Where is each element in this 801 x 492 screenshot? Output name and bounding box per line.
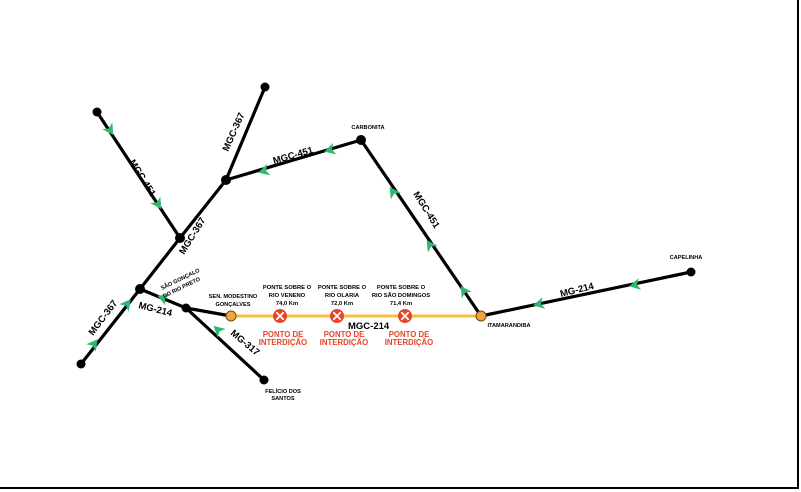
arrow-icon xyxy=(460,286,472,299)
interdiction-marker-veneno xyxy=(273,309,287,323)
bridge-name-line1: PONTE SOBRE O xyxy=(377,285,426,291)
interdiction-label-line2: INTERDIÇÃO xyxy=(385,338,434,347)
interdiction-markers xyxy=(273,309,412,323)
road-label-mgc451-nw: MGC-451 xyxy=(126,158,158,199)
road-network xyxy=(79,85,693,382)
arrow-icon xyxy=(150,196,162,210)
node-capelinha xyxy=(686,267,696,277)
road-mg317 xyxy=(184,306,266,382)
arrow-icon xyxy=(426,240,438,253)
arrow-icon xyxy=(157,294,170,306)
bridge-label-veneno: PONTE SOBRE O RIO VENENO 74,0 Km xyxy=(263,285,312,307)
bridge-label-olaria: PONTE SOBRE O RIO OLARIA 72,0 Km xyxy=(318,285,367,307)
interdiction-marker-olaria xyxy=(330,309,344,323)
road-mg214-east xyxy=(479,270,693,318)
city-label-sen-modestino-1: SEN. MODESTINO xyxy=(209,294,258,300)
road-label-mgc214-center: MGC-214 xyxy=(348,321,390,332)
road-mgc367-north xyxy=(224,85,267,182)
city-label-carbonita: CARBONITA xyxy=(351,125,384,131)
road-label-mg214-west: MG-214 xyxy=(137,300,174,319)
bridge-km: 72,0 Km xyxy=(331,301,353,307)
interdiction-label-line1: PONTO DE xyxy=(324,330,365,339)
road-mgc367-south xyxy=(138,236,182,291)
arrow-icon xyxy=(533,297,546,309)
bridge-name-line1: PONTE SOBRE O xyxy=(263,285,312,291)
x-icon xyxy=(332,311,342,321)
x-icon xyxy=(275,311,285,321)
bridge-label-sao-domingos: PONTE SOBRE O RIO SÃO DOMINGOS 71,4 Km xyxy=(372,285,430,307)
bridge-name-line2: RIO VENENO xyxy=(269,293,306,299)
city-label-felicio-2: SANTOS xyxy=(271,396,294,402)
arrow-icon xyxy=(629,278,642,290)
node-junction-upper xyxy=(221,175,231,185)
interdiction-label-line2: INTERDIÇÃO xyxy=(320,338,369,347)
bridge-name-line2: RIO OLARIA xyxy=(325,293,360,299)
direction-arrows xyxy=(86,122,642,352)
interdiction-marker-sao-domingos xyxy=(398,309,412,323)
node-junction-mg317 xyxy=(181,303,191,313)
arrow-icon xyxy=(102,122,114,136)
bridge-name-line2: RIO SÃO DOMINGOS xyxy=(372,292,430,299)
node-junction-mid xyxy=(175,233,185,243)
road-label-mg317: MG-317 xyxy=(228,328,261,358)
node-sen-modestino xyxy=(225,310,237,322)
arrow-icon xyxy=(258,163,271,176)
arrow-icon xyxy=(86,339,98,352)
interdiction-label-line1: PONTO DE xyxy=(389,330,430,339)
arrow-icon xyxy=(389,187,401,200)
city-label-felicio-1: FELÍCIO DOS xyxy=(265,387,301,395)
city-label-itamarandiba: ITAMARANDIBA xyxy=(487,323,530,329)
arrow-icon xyxy=(119,299,131,312)
bridge-km: 74,0 Km xyxy=(276,301,298,307)
nodes xyxy=(76,82,696,385)
node-itamarandiba xyxy=(475,310,487,322)
arrow-icon xyxy=(324,142,337,155)
node-sao-goncalo xyxy=(135,284,145,294)
interdiction-labels: PONTO DE INTERDIÇÃO PONTO DE INTERDIÇÃO … xyxy=(259,330,434,347)
interdiction-label-line2: INTERDIÇÃO xyxy=(259,338,308,347)
node-end-sw xyxy=(76,359,86,369)
road-label-mgc451-east: MGC-451 xyxy=(410,190,442,231)
road-label-mgc367-north: MGC-367 xyxy=(221,111,248,153)
node-end-nw xyxy=(92,107,102,117)
city-label-capelinha: CAPELINHA xyxy=(670,255,703,261)
node-carbonita xyxy=(356,135,366,145)
road-mgc451-top xyxy=(224,138,363,182)
arrow-icon xyxy=(213,325,226,338)
road-mgc367-mid xyxy=(178,178,228,240)
road-label-mgc451-top: MGC-451 xyxy=(272,145,315,167)
bridge-km: 71,4 Km xyxy=(390,301,412,307)
node-felicio xyxy=(259,375,269,385)
node-end-north xyxy=(260,82,270,92)
road-link-sen-modestino xyxy=(184,306,233,318)
city-label-sen-modestino-2: GONÇALVES xyxy=(215,302,250,308)
bridge-labels: PONTE SOBRE O RIO VENENO 74,0 Km PONTE S… xyxy=(263,285,430,307)
interdiction-label-line1: PONTO DE xyxy=(263,330,304,339)
x-icon xyxy=(400,311,410,321)
bridge-name-line1: PONTE SOBRE O xyxy=(318,285,367,291)
